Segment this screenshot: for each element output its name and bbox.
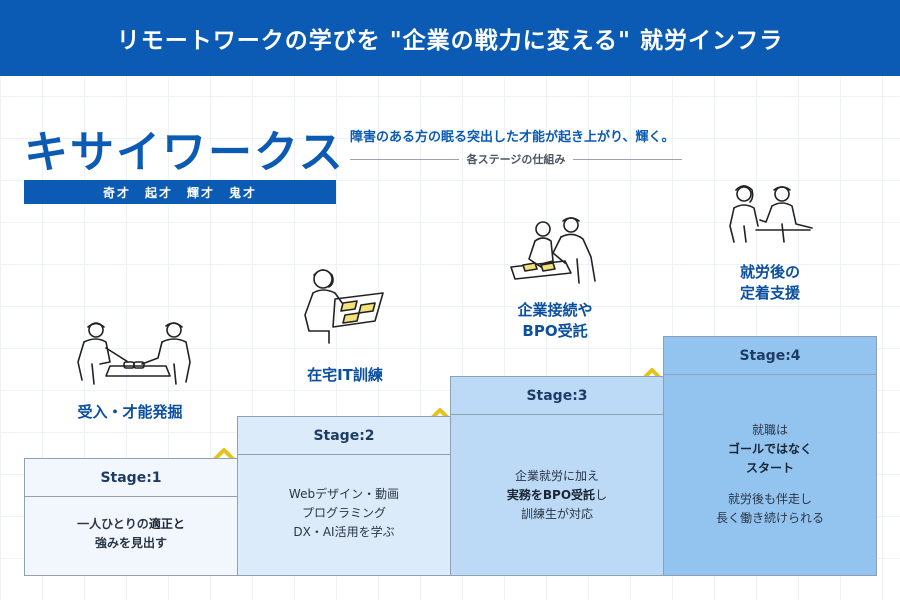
stage-title-line: BPO受託: [522, 322, 588, 340]
stage-1-body: 一人ひとりの適正と 強みを見出す: [25, 515, 237, 553]
two-people-talking-illustration: [729, 185, 813, 243]
stage-title-line: 就労後の: [739, 263, 800, 281]
stage-2-body: Webデザイン・動画 プログラミング DX・AI活用を学ぶ: [238, 485, 450, 542]
banner-title: リモートワークの学びを "企業の戦力に変える" 就労インフラ: [116, 28, 784, 54]
stage-body-emphasis: ゴールではなく: [727, 442, 812, 456]
stage-2-label: Stage:2: [313, 427, 375, 444]
divider-line: [573, 158, 682, 160]
stage-3-title: 企業接続や BPO受託: [465, 300, 645, 342]
stage-body-line: ゴールではなく: [664, 440, 876, 459]
stage-body-emphasis: スタート: [745, 461, 794, 475]
stage-4-header: Stage:4: [664, 337, 876, 375]
stage-body-line: DX・AI活用を学ぶ: [293, 525, 395, 539]
stage-title-line: 受入・才能発掘: [77, 403, 183, 421]
stage-body-line: 強みを見出す: [94, 536, 167, 550]
desk-worker-illustration: [304, 269, 384, 344]
stage-3-box: Stage:3 企業就労に加え 実務をBPO受託し 訓練生が対応: [450, 376, 664, 576]
stage-1-label: Stage:1: [100, 469, 162, 486]
stage-body-line: Webデザイン・動画: [288, 487, 400, 501]
stage-4-title: 就労後の 定着支援: [680, 262, 860, 304]
stage-body-line: 一人ひとりの適正と: [25, 515, 237, 534]
stage-title-line: 在宅IT訓練: [307, 366, 383, 384]
stage-body-line: プログラミング: [301, 506, 386, 520]
divider-line: [350, 158, 459, 160]
stage-3-header: Stage:3: [451, 377, 663, 415]
stage-2-header: Stage:2: [238, 417, 450, 455]
stage-2-box: Stage:2 Webデザイン・動画 プログラミング DX・AI活用を学ぶ: [237, 416, 451, 576]
stage-body-line: 企業就労に加え: [514, 469, 599, 483]
brand-tagline: 障害のある方の眠る突出した才能が起き上がり、輝く。: [350, 130, 675, 145]
structure-label-text: 各ステージの仕組み: [466, 153, 566, 166]
stage-3-body: 企業就労に加え 実務をBPO受託し 訓練生が対応: [451, 467, 663, 524]
top-banner: リモートワークの学びを "企業の戦力に変える" 就労インフラ: [0, 0, 900, 76]
stage-title-line: 定着支援: [739, 284, 800, 302]
colleagues-at-desk-illustration: [510, 217, 596, 284]
stage-body-line: スタート: [664, 459, 876, 478]
stage-body-line: 長く働き続けられる: [715, 511, 824, 525]
stage-1-header: Stage:1: [25, 459, 237, 497]
stage-body-line: 訓練生が対応: [520, 507, 593, 521]
stage-3-label: Stage:3: [526, 387, 588, 404]
stage-title-line: 企業接続や: [517, 301, 593, 319]
structure-label: 各ステージの仕組み: [350, 151, 682, 167]
stage-body-line: 就職は: [751, 423, 788, 437]
stage-1-title: 受入・才能発掘: [40, 402, 220, 423]
stage-4-body: 就職は ゴールではなく スタート 就労後も伴走し 長く働き続けられる: [664, 421, 876, 528]
stage-body-emphasis: 適正と: [148, 517, 185, 531]
stage-4-label: Stage:4: [739, 347, 801, 364]
stage-4-box: Stage:4 就職は ゴールではなく スタート 就労後も伴走し 長く働き続けら…: [663, 336, 877, 576]
stage-body-emphasis: 実務をBPO受託: [506, 488, 596, 502]
stage-body-text: 一人ひとりの: [77, 517, 149, 531]
stage-body-text: し: [595, 488, 608, 502]
stage-body-line: 就労後も伴走し: [727, 492, 812, 506]
stage-body-line: 実務をBPO受託し: [451, 486, 663, 505]
stage-2-title: 在宅IT訓練: [255, 365, 435, 386]
stage-1-box: Stage:1 一人ひとりの適正と 強みを見出す: [24, 458, 238, 576]
brand-sub-bar-text: 奇才 起才 輝才 鬼才: [102, 185, 257, 200]
brand-sub-bar: 奇才 起才 輝才 鬼才: [24, 180, 336, 204]
brand-logo: キサイワークス: [24, 127, 345, 178]
handshake-meeting-illustration: [77, 322, 191, 385]
